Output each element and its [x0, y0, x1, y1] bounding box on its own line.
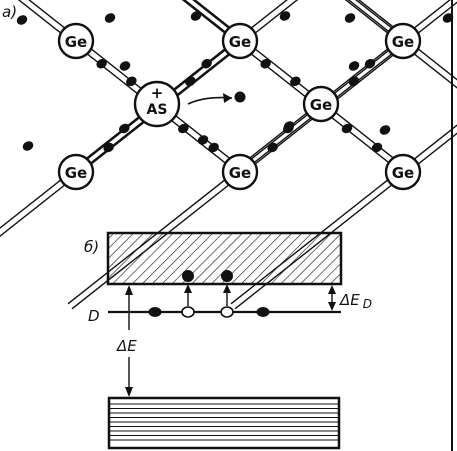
ionized-donor — [181, 306, 195, 318]
excitation-arrowhead-1 — [184, 284, 192, 293]
donor-gap-arrowhead-up — [328, 285, 336, 294]
excited-electron-2 — [221, 270, 233, 282]
bond-electron — [364, 58, 376, 69]
germanium-atom — [221, 22, 259, 60]
bond-electrons — [16, 11, 454, 153]
free-electron — [234, 91, 246, 103]
bond-electron — [16, 15, 28, 25]
bond-falling-2-a — [344, 0, 457, 89]
donor-electron — [256, 307, 270, 317]
germanium-symbol: Ge — [65, 164, 88, 182]
germanium-atom — [384, 22, 422, 60]
arsenic-atom — [133, 80, 181, 128]
bond-electron — [190, 11, 202, 21]
bond-electron — [371, 142, 383, 153]
bond-electron — [348, 76, 360, 87]
bond-electron — [442, 13, 454, 23]
donor-gap-arrowhead-down — [328, 302, 336, 311]
germanium-atom — [57, 22, 95, 60]
donor-level-markers — [148, 306, 270, 318]
panel-a-label: а) — [2, 3, 17, 21]
germanium-atom — [384, 153, 422, 191]
germanium-atom — [302, 85, 340, 123]
germanium-symbol: Ge — [392, 164, 415, 182]
gap-arrowhead-up — [125, 285, 133, 295]
germanium-symbol: Ge — [310, 96, 333, 114]
excited-electron-1 — [182, 270, 194, 282]
bond-electron — [267, 142, 278, 153]
gap-label: ΔE — [116, 337, 137, 355]
valence-band-lines — [110, 403, 338, 441]
bond-electron — [103, 142, 114, 153]
bond-electron — [201, 58, 212, 69]
germanium-atom — [221, 153, 259, 191]
panel-b-label: б) — [84, 238, 99, 256]
ionized-donor — [220, 306, 234, 318]
donor-gap-label-main: ΔE — [339, 291, 360, 309]
bond-electron — [22, 141, 34, 151]
germanium-symbol: Ge — [229, 33, 252, 51]
bond-electron — [344, 13, 356, 23]
bond-electron — [290, 76, 301, 87]
free-electron-arrowhead — [223, 93, 232, 103]
bond-electron — [341, 123, 353, 134]
gap-arrowhead-down — [125, 387, 133, 397]
bond-electron — [348, 61, 360, 71]
bond-electron — [208, 142, 219, 153]
excitation-arrowhead-2 — [223, 284, 231, 293]
germanium-atom — [57, 153, 95, 191]
bond-electron — [185, 76, 196, 87]
bond-electron — [279, 11, 291, 21]
donor-electron — [148, 307, 162, 317]
bond-electron — [126, 76, 137, 87]
arsenic-charge: + — [151, 84, 164, 102]
arsenic-symbol: AS — [147, 102, 168, 118]
germanium-symbol: Ge — [229, 164, 252, 182]
bond-falling-0-a — [17, 0, 245, 179]
bond-electron — [178, 123, 189, 134]
bond-electron — [283, 121, 295, 131]
bond-falling-4-a — [347, 0, 409, 48]
bond-electron — [379, 125, 391, 135]
bond-electron — [260, 58, 271, 69]
bond-falling-3-a — [183, 0, 245, 48]
bond-electron — [119, 123, 130, 134]
bond-electron — [119, 61, 131, 71]
germanium-symbol: Ge — [65, 33, 88, 51]
bond-electron — [197, 135, 209, 145]
bond-electron — [96, 58, 107, 69]
germanium-symbol: Ge — [392, 33, 415, 51]
donor-level-label: D — [88, 307, 100, 325]
donor-gap-label-subscript: D — [363, 297, 372, 311]
bond-electron — [104, 13, 116, 23]
